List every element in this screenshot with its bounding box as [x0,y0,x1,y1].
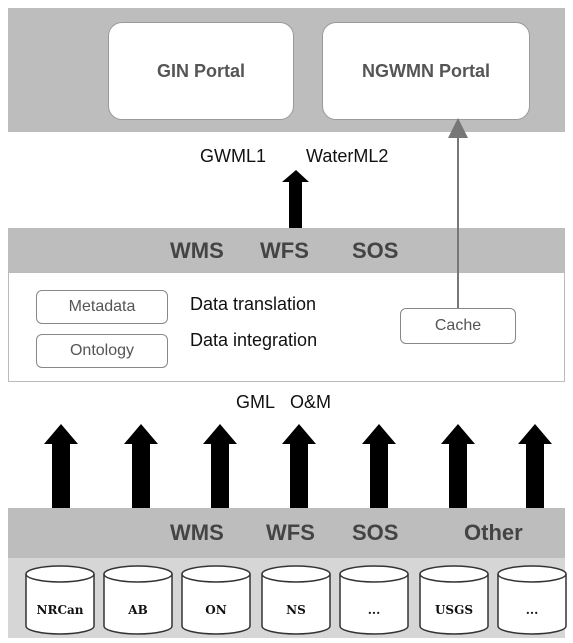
ngwmn-portal-box: NGWMN Portal [322,22,530,120]
up-arrow-4 [282,424,316,508]
ontology-label: Ontology [69,342,135,359]
gin-portal-box: GIN Portal [108,22,294,120]
database-more-2 [497,565,567,635]
om-label: O&M [290,392,332,412]
database-ns [261,565,331,635]
up-arrow-5 [362,424,396,508]
lower-arrows [44,424,552,508]
database-ab [103,565,173,635]
data-translation-label: Data translation [190,294,317,314]
other-bottom-label: Other [464,520,523,545]
db-label-more-1: ... [368,603,381,617]
gwml1-label: GWML1 [200,146,267,166]
metadata-label: Metadata [68,298,136,315]
up-arrow-7 [518,424,552,508]
ontology-box: Ontology [36,334,168,368]
metadata-box: Metadata [36,290,168,324]
database-nrcan [25,565,95,635]
db-label-ab: AB [127,603,147,617]
up-arrow-top [282,170,309,228]
database-on [181,565,251,635]
services-band-top [8,228,565,272]
wms-bottom-label: WMS [170,520,224,545]
sos-bottom-label: SOS [352,520,399,545]
up-arrow-6 [441,424,475,508]
database-more-1 [339,565,409,635]
ngwmn-portal-label: NGWMN Portal [362,60,490,81]
db-label-more-2: ... [526,603,539,617]
cache-label: Cache [434,317,482,334]
db-label-usgs: USGS [435,603,473,617]
up-arrow-1 [44,424,78,508]
up-arrow-2 [124,424,158,508]
db-label-ns: NS [286,603,306,617]
data-integration-label: Data integration [190,330,318,350]
cache-box: Cache [400,308,516,344]
wms-top-label: WMS [170,238,224,263]
sos-top-label: SOS [352,238,399,263]
database-cylinders [25,565,567,635]
db-label-nrcan: NRCan [37,603,84,617]
gml-label: GML [236,392,276,412]
waterml2-label: WaterML2 [306,146,389,166]
gin-portal-label: GIN Portal [156,60,245,81]
wfs-bottom-label: WFS [266,520,315,545]
db-label-on: ON [205,603,226,617]
database-usgs [419,565,489,635]
services-band-bottom [8,508,565,558]
wfs-top-label: WFS [260,238,309,263]
up-arrow-3 [203,424,237,508]
